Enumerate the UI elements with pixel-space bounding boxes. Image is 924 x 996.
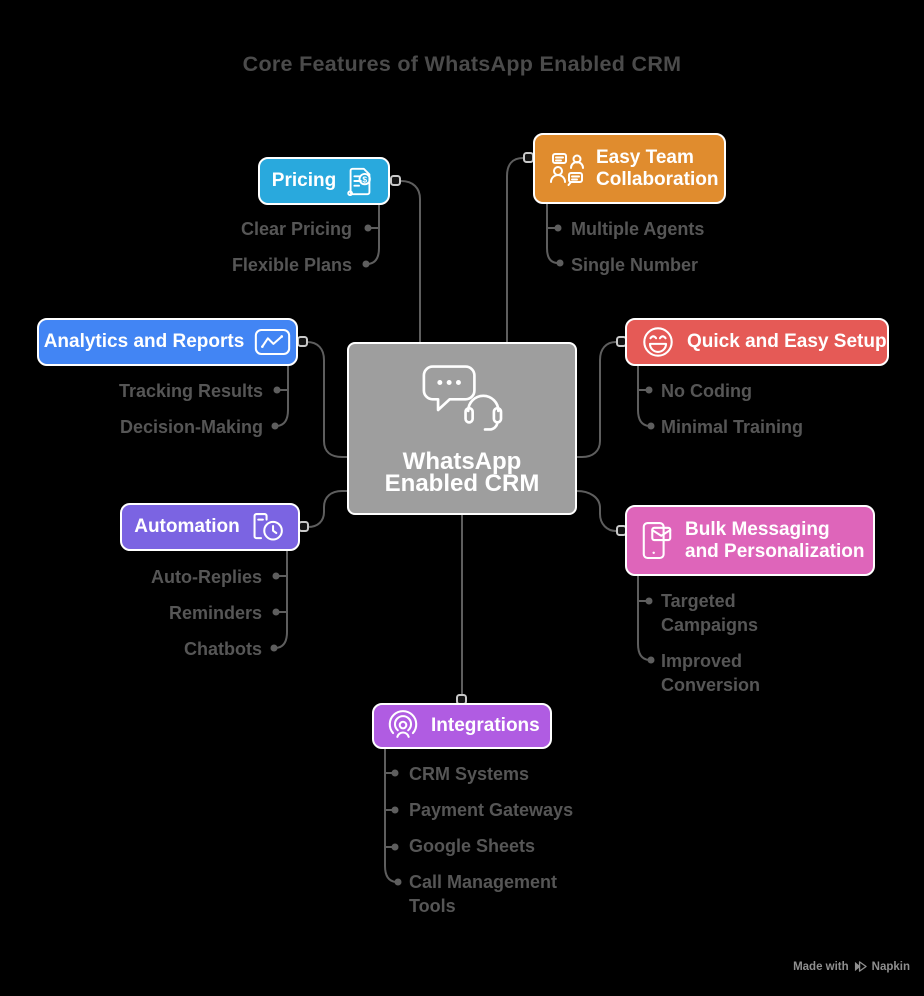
napkin-logo-icon bbox=[854, 960, 867, 973]
leaf-item: Improved Conversion bbox=[661, 651, 761, 695]
svg-text:$: $ bbox=[363, 174, 368, 184]
center-node-label: WhatsApp Enabled CRM bbox=[384, 447, 540, 497]
leaf-item: Tracking Results bbox=[118, 381, 263, 401]
leaf-item: Clear Pricing bbox=[240, 219, 352, 239]
leaf-item: Payment Gateways bbox=[409, 800, 574, 820]
leaf-item: CRM Systems bbox=[409, 764, 530, 784]
branch-node-pricing: Pricing $ bbox=[258, 157, 390, 205]
napkin-watermark: Made with Napkin bbox=[793, 960, 910, 973]
leaf-item: Minimal Training bbox=[661, 417, 804, 437]
branch-node-automation: Automation bbox=[120, 503, 300, 551]
leaf-item: Targeted Campaigns bbox=[661, 591, 759, 635]
center-node-whatsapp-enabled-crm: WhatsApp Enabled CRM bbox=[347, 342, 577, 515]
branch-node-integrations: Integrations bbox=[372, 703, 552, 749]
port-dots bbox=[297, 152, 627, 705]
chat-headset-icon bbox=[416, 363, 508, 441]
leaf-item: Flexible Plans bbox=[231, 255, 352, 275]
branch-label: Integrations bbox=[431, 715, 540, 736]
invoice-icon: $ bbox=[344, 165, 376, 197]
branch-label: Automation bbox=[134, 516, 240, 537]
leaf-item: No Coding bbox=[661, 381, 752, 401]
page-title: Core Features of WhatsApp Enabled CRM bbox=[242, 52, 682, 76]
leaf-item: Chatbots bbox=[184, 639, 262, 659]
branch-label: Easy Team Collaboration bbox=[596, 146, 719, 190]
branch-label: Analytics and Reports bbox=[43, 331, 245, 352]
branch-label: Bulk Messaging and Personalization bbox=[685, 518, 865, 562]
team-chat-icon bbox=[548, 150, 586, 188]
leaf-item: Call Management Tools bbox=[409, 872, 558, 916]
branch-label: Pricing bbox=[271, 170, 337, 191]
leaf-item: Multiple Agents bbox=[571, 219, 705, 239]
smiley-icon bbox=[641, 325, 675, 359]
leaf-item: Single Number bbox=[571, 255, 699, 275]
branch-label: Quick and Easy Setup bbox=[687, 331, 887, 352]
broadcast-person-icon bbox=[386, 709, 420, 743]
branch-node-bulk-messaging-and-personalization: Bulk Messaging and Personalization bbox=[625, 505, 875, 576]
branch-node-easy-team-collaboration: Easy Team Collaboration bbox=[533, 133, 726, 204]
leaf-item: Google Sheets bbox=[409, 836, 536, 856]
leaf-dots bbox=[270, 224, 655, 886]
leaf-item: Reminders bbox=[168, 603, 262, 623]
watermark-brand: Napkin bbox=[871, 960, 910, 973]
leaf-item: Decision-Making bbox=[119, 417, 263, 437]
document-clock-icon bbox=[249, 511, 286, 543]
branch-node-quick-and-easy-setup: Quick and Easy Setup bbox=[625, 318, 889, 366]
branch-node-analytics-and-reports: Analytics and Reports bbox=[37, 318, 298, 366]
phone-mail-icon bbox=[640, 520, 674, 562]
line-chart-icon bbox=[254, 328, 291, 356]
watermark-made-with: Made with bbox=[793, 960, 849, 973]
leaf-item: Auto-Replies bbox=[150, 567, 262, 587]
connector-paths bbox=[275, 157, 650, 883]
